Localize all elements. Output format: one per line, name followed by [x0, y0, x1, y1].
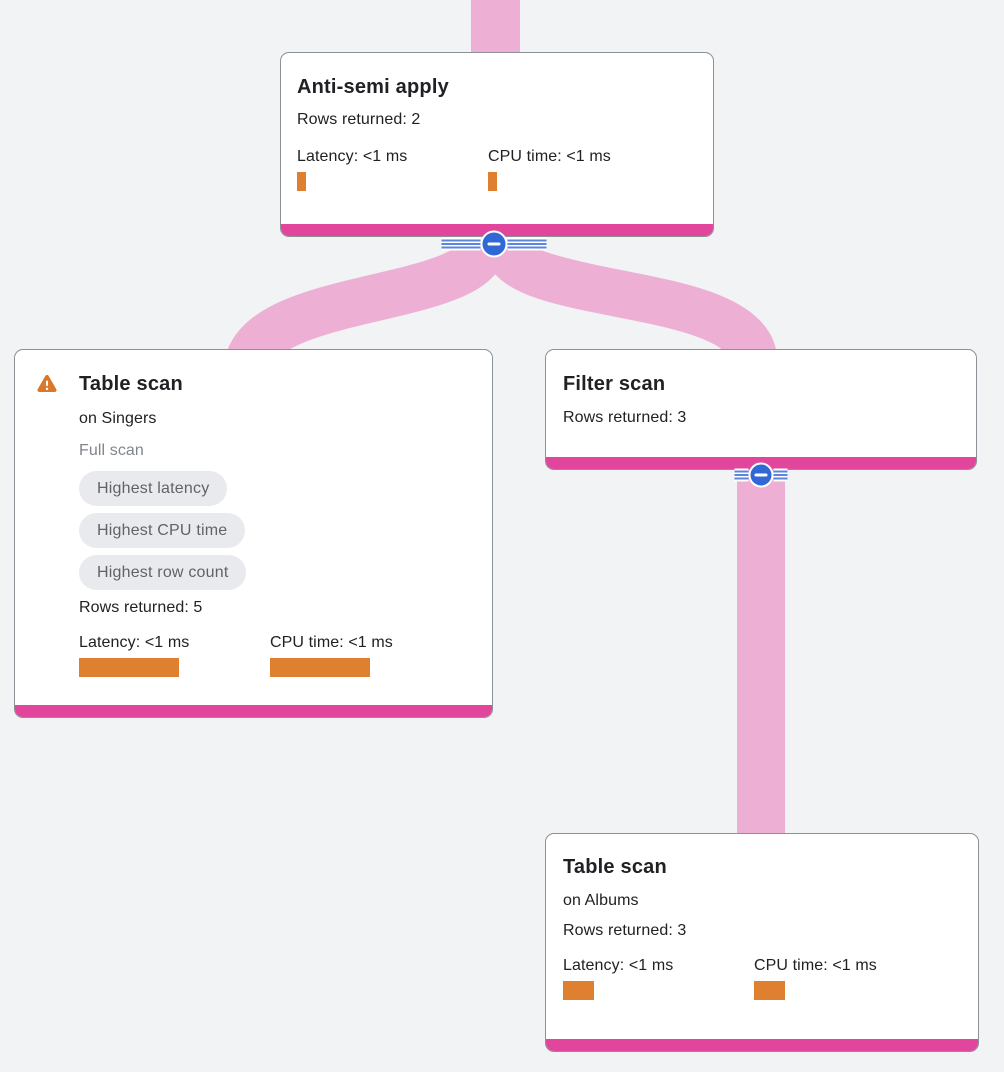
badge-highest-latency: Highest latency — [79, 471, 228, 506]
node-card-filter-scan[interactable]: Filter scan Rows returned: 3 — [545, 349, 977, 470]
cpu-time-label: CPU time: <1 ms — [754, 957, 877, 974]
node-body: on Singers Full scan Highest latency Hig… — [79, 409, 476, 677]
minus-icon — [487, 242, 501, 246]
badge-highest-row-count: Highest row count — [79, 555, 247, 590]
node-header: Table scan — [31, 372, 476, 396]
latency-metric: Latency: <1 ms — [79, 634, 270, 677]
latency-label: Latency: <1 ms — [563, 957, 674, 974]
metrics-row: Latency: <1 ms CPU time: <1 ms — [297, 148, 697, 191]
cpu-time-metric: CPU time: <1 ms — [488, 148, 679, 191]
collapse-icon — [748, 462, 774, 488]
cpu-time-bar — [270, 658, 370, 677]
collapse-stripe-left — [441, 237, 481, 251]
cpu-time-label: CPU time: <1 ms — [488, 148, 611, 165]
badge-list: Highest latency Highest CPU time Highest… — [79, 471, 476, 590]
collapse-stripe-left — [734, 468, 749, 482]
node-accent-strip — [281, 224, 713, 236]
cpu-time-bar — [754, 981, 785, 1000]
collapse-button-filter-scan[interactable] — [734, 462, 788, 488]
node-card-table-scan-albums[interactable]: Table scan on Albums Rows returned: 3 La… — [545, 833, 979, 1052]
edge-anti-semi-to-table-scan-singers — [225, 238, 506, 372]
rows-returned: Rows returned: 3 — [563, 922, 687, 939]
latency-bar — [563, 981, 594, 1000]
latency-bar — [79, 658, 179, 677]
node-card-table-scan-singers[interactable]: Table scan on Singers Full scan Highest … — [14, 349, 493, 718]
metrics-row: Latency: <1 ms CPU time: <1 ms — [79, 634, 476, 677]
cpu-time-metric: CPU time: <1 ms — [754, 957, 945, 1000]
collapse-button-anti-semi-apply[interactable] — [441, 230, 547, 258]
cpu-time-bar — [488, 172, 497, 191]
node-title: Table scan — [79, 373, 183, 395]
node-card-anti-semi-apply[interactable]: Anti-semi apply Rows returned: 2 Latency… — [280, 52, 714, 237]
node-subtitle: on Singers — [79, 410, 157, 427]
edge-filter-scan-to-table-scan-albums — [737, 455, 785, 837]
latency-bar — [297, 172, 306, 191]
latency-metric: Latency: <1 ms — [297, 148, 488, 191]
warning-icon — [37, 374, 57, 392]
latency-label: Latency: <1 ms — [79, 634, 190, 651]
cpu-time-label: CPU time: <1 ms — [270, 634, 393, 651]
rows-returned: Rows returned: 5 — [79, 599, 203, 616]
node-accent-strip — [546, 1039, 978, 1051]
node-title: Table scan — [563, 856, 667, 878]
cpu-time-metric: CPU time: <1 ms — [270, 634, 461, 677]
edge-root-to-anti-semi-apply — [471, 0, 520, 58]
collapse-icon — [480, 230, 508, 258]
minus-icon — [754, 473, 768, 477]
badge-highest-cpu-time: Highest CPU time — [79, 513, 246, 548]
rows-returned: Rows returned: 2 — [297, 111, 421, 128]
node-subtitle: on Albums — [563, 892, 639, 909]
warning-exclamation-bar — [45, 380, 49, 387]
collapse-stripe-right — [507, 237, 547, 251]
scan-type-label: Full scan — [79, 442, 144, 459]
latency-metric: Latency: <1 ms — [563, 957, 754, 1000]
node-accent-strip — [15, 705, 492, 717]
metrics-row: Latency: <1 ms CPU time: <1 ms — [563, 957, 961, 1000]
edge-anti-semi-to-filter-scan — [484, 238, 778, 367]
latency-label: Latency: <1 ms — [297, 148, 408, 165]
rows-returned: Rows returned: 3 — [563, 409, 687, 426]
warning-exclamation-dot — [45, 387, 49, 391]
node-title: Anti-semi apply — [297, 76, 449, 98]
node-title: Filter scan — [563, 373, 666, 395]
collapse-stripe-right — [773, 468, 788, 482]
